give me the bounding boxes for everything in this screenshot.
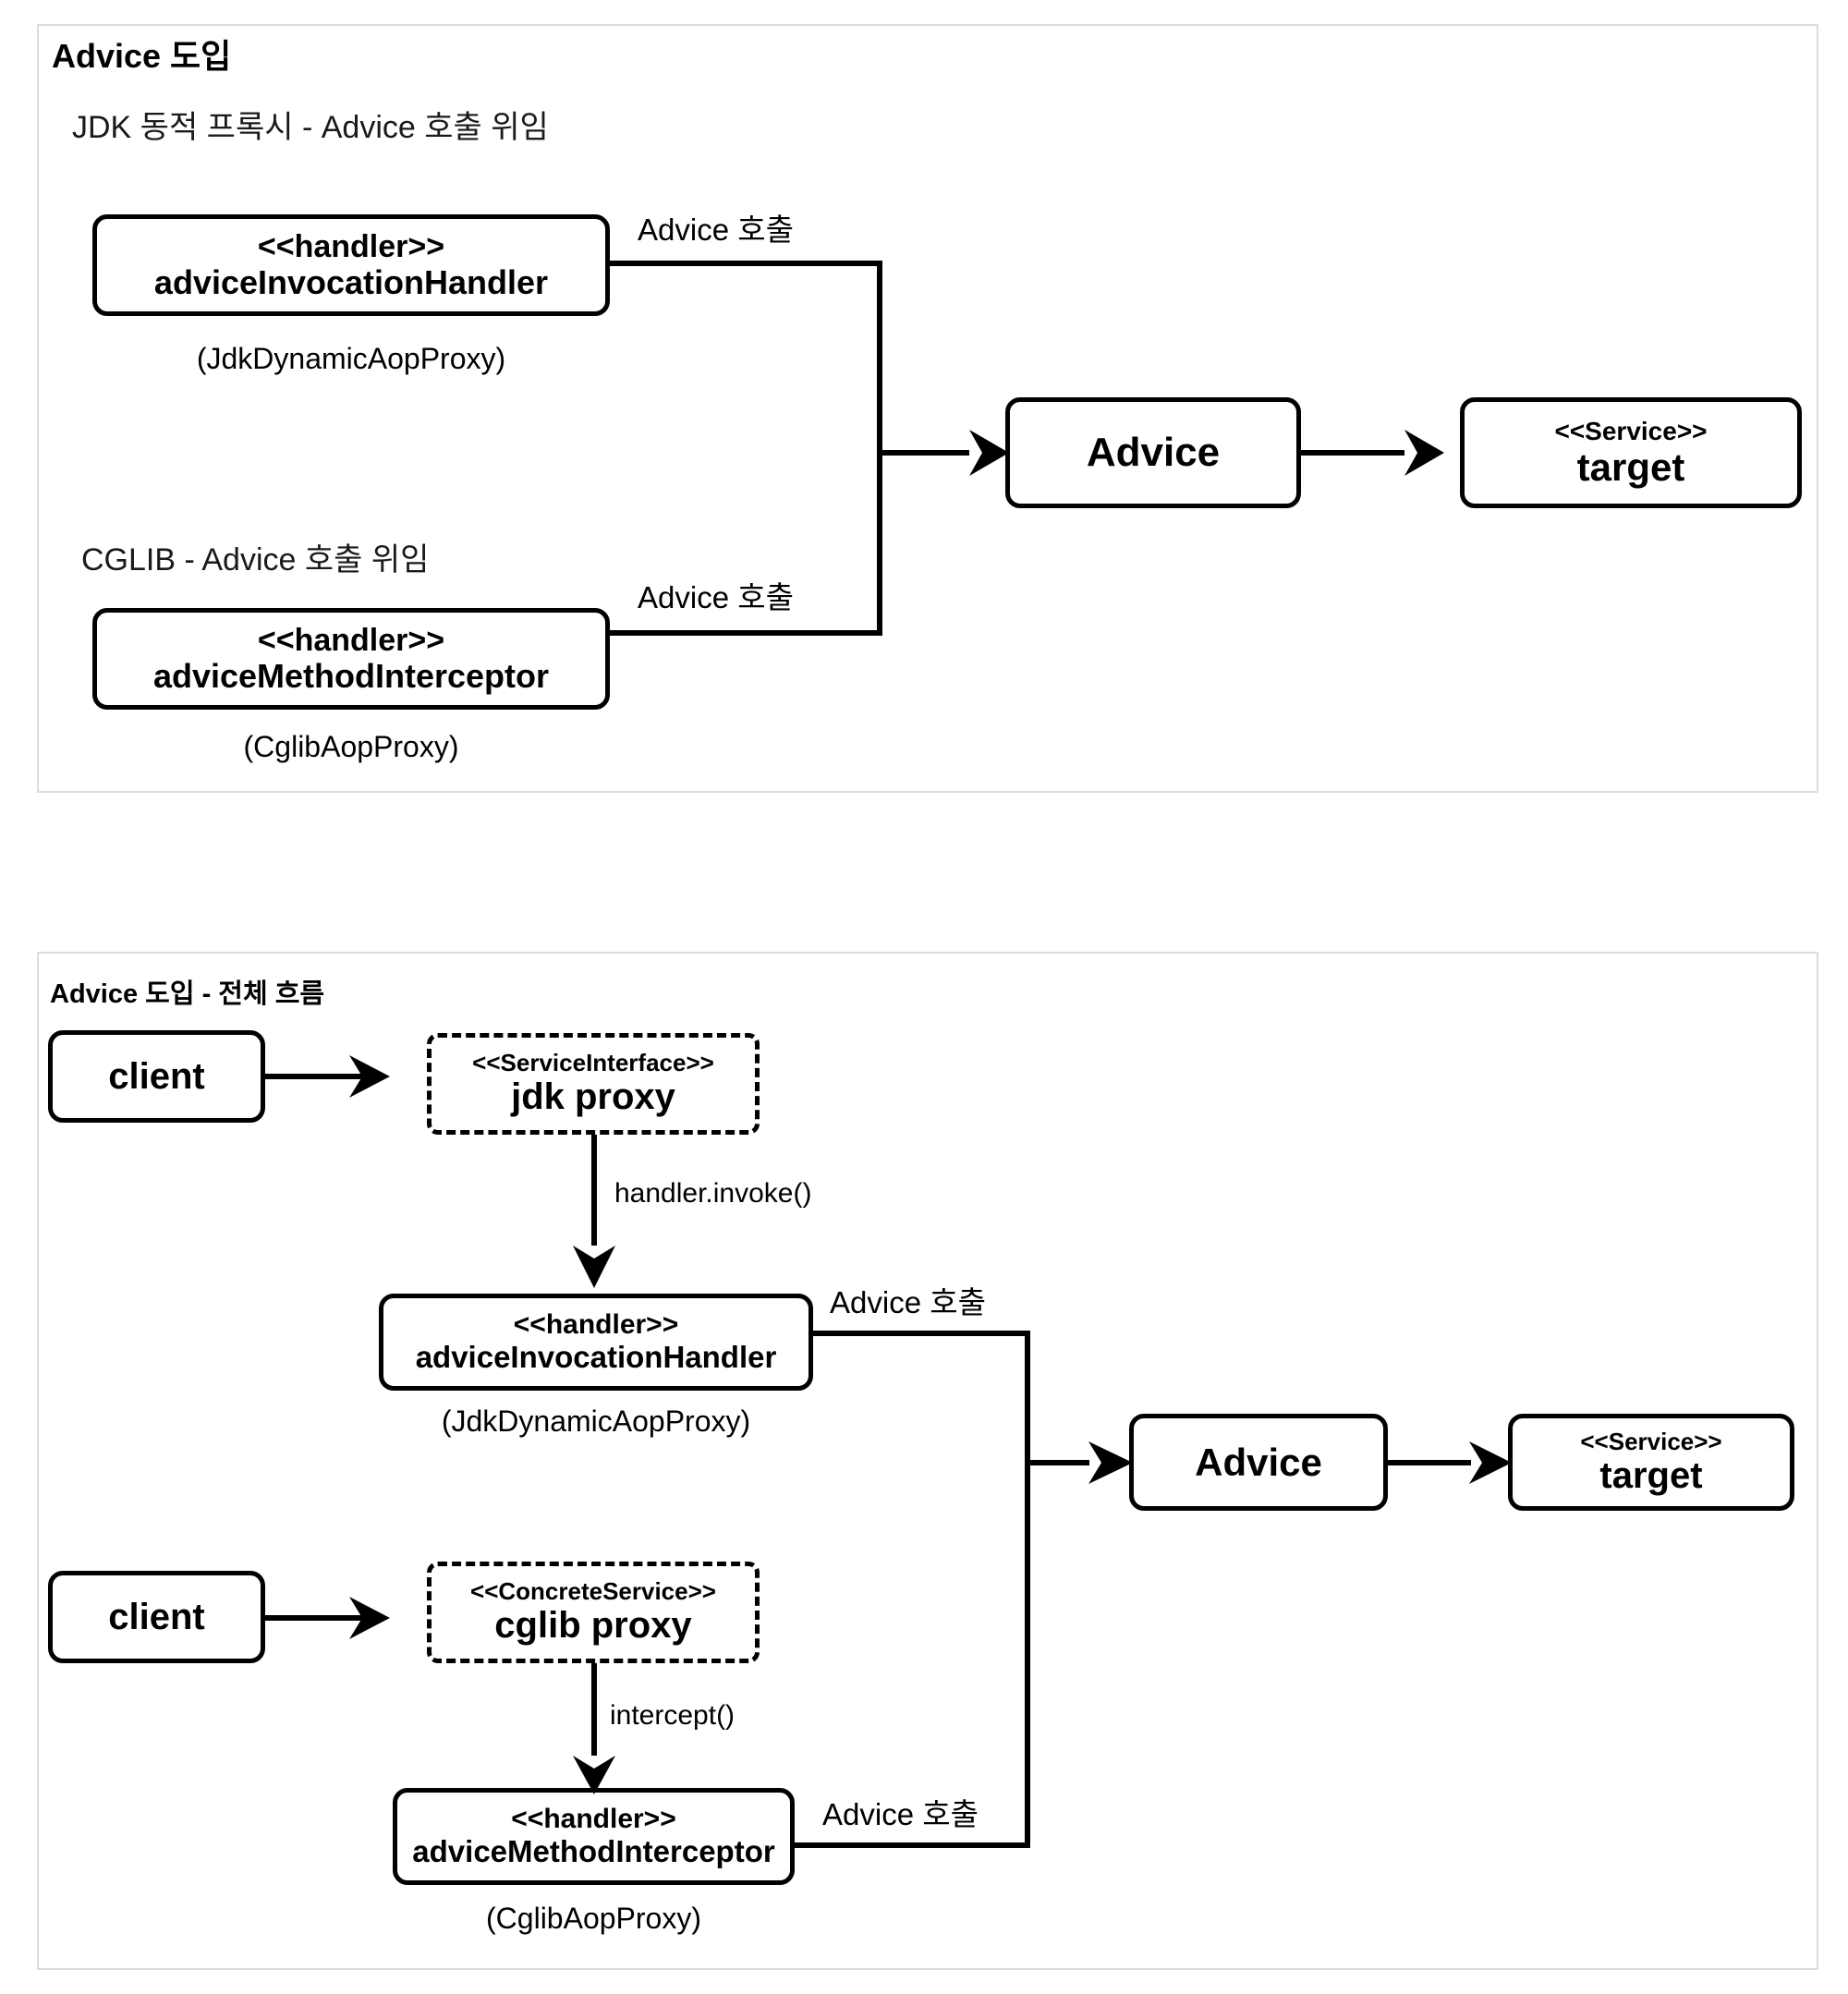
node-client-top[interactable]: client (48, 1030, 265, 1123)
node-cglib-proxy[interactable]: <<ConcreteService>> cglib proxy (427, 1562, 760, 1663)
node-label: cglib proxy (494, 1605, 692, 1647)
node-label: adviceInvocationHandler (415, 1339, 777, 1374)
connector-client-bottom-to-cglib-proxy (263, 1615, 383, 1621)
node-stereotype: <<handler>> (257, 622, 445, 658)
node-advice-method-interceptor[interactable]: <<handler>> adviceMethodInterceptor (92, 608, 610, 710)
node-advice-2[interactable]: Advice (1129, 1414, 1388, 1511)
connector-handler-horizontal-2 (808, 1331, 1030, 1336)
section-caption-cglib: CGLIB - Advice 호출 위임 (81, 542, 430, 578)
connector-vertical-bus-2 (1025, 1331, 1030, 1848)
connector-bus-to-advice-2 (1025, 1460, 1089, 1465)
node-label: target (1599, 1454, 1703, 1496)
edge-label-cglib-advice-call: Advice 호출 (638, 580, 794, 614)
node-label: jdk proxy (511, 1076, 675, 1118)
node-target[interactable]: <<Service>> target (1460, 397, 1802, 508)
node-stereotype: <<handler>> (257, 228, 445, 264)
connector-advice-to-target (1301, 450, 1404, 456)
caption-jdk-dynamic-aop-proxy: (JdkDynamicAopProxy) (196, 342, 506, 375)
node-advice-method-interceptor-2[interactable]: <<handler>> adviceMethodInterceptor (393, 1788, 795, 1885)
node-label: adviceMethodInterceptor (152, 656, 550, 695)
connector-bus-to-advice (877, 450, 969, 456)
edge-label-handler-invoke: handler.invoke() (614, 1178, 812, 1209)
connector-interceptor-horizontal-2 (790, 1842, 1030, 1848)
node-advice-invocation-handler-2[interactable]: <<handler>> adviceInvocationHandler (379, 1294, 813, 1391)
connector-jdk-horizontal (605, 261, 882, 266)
edge-label-jdk-advice-call: Advice 호출 (638, 213, 794, 247)
caption-cglib-aop-proxy-2: (CglibAopProxy) (486, 1902, 701, 1935)
connector-vertical-bus (877, 261, 882, 636)
node-label: Advice (1086, 430, 1221, 476)
node-stereotype: <<ConcreteService>> (470, 1577, 716, 1606)
edge-label-jdk-advice-call-2: Advice 호출 (830, 1285, 986, 1319)
connector-client-top-to-jdk-proxy (263, 1074, 383, 1079)
connector-advice-to-target-2 (1388, 1460, 1471, 1465)
caption-cglib-aop-proxy: (CglibAopProxy) (243, 730, 459, 763)
node-label: adviceMethodInterceptor (412, 1833, 775, 1868)
panel-2-title: Advice 도입 - 전체 흐름 (50, 979, 325, 1009)
edge-label-cglib-advice-call-2: Advice 호출 (822, 1797, 979, 1831)
edge-label-intercept: intercept() (610, 1700, 736, 1731)
node-label: Advice (1195, 1440, 1322, 1484)
node-stereotype: <<handler>> (513, 1309, 679, 1341)
section-caption-jdk: JDK 동적 프록시 - Advice 호출 위임 (72, 110, 549, 145)
node-jdk-proxy[interactable]: <<ServiceInterface>> jdk proxy (427, 1033, 760, 1135)
node-label: adviceInvocationHandler (153, 262, 549, 301)
panel-1-title: Advice 도입 (52, 37, 232, 75)
node-stereotype: <<ServiceInterface>> (472, 1049, 714, 1077)
node-advice-invocation-handler[interactable]: <<handler>> adviceInvocationHandler (92, 214, 610, 316)
connector-cglib-proxy-to-interceptor (591, 1663, 597, 1756)
node-label: client (108, 1596, 205, 1637)
connector-cglib-horizontal (605, 630, 882, 636)
connector-jdk-proxy-to-handler (591, 1135, 597, 1246)
node-label: target (1576, 445, 1685, 490)
caption-jdk-dynamic-aop-proxy-2: (JdkDynamicAopProxy) (441, 1404, 751, 1438)
node-label: client (108, 1055, 205, 1097)
node-stereotype: <<handler>> (511, 1804, 676, 1835)
node-target-2[interactable]: <<Service>> target (1508, 1414, 1794, 1511)
node-stereotype: <<Service>> (1554, 416, 1708, 445)
node-stereotype: <<Service>> (1580, 1427, 1722, 1455)
node-client-bottom[interactable]: client (48, 1571, 265, 1663)
node-advice[interactable]: Advice (1005, 397, 1301, 508)
